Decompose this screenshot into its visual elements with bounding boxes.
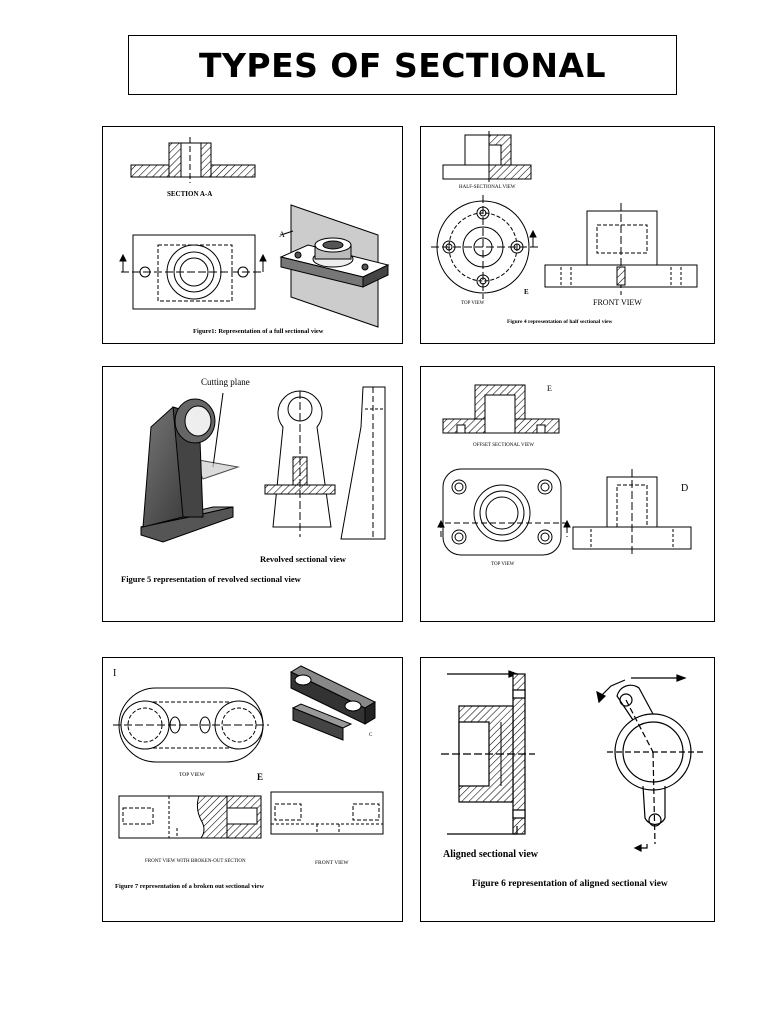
half-caption: Figure 4 representation of half sectiona… [507,319,612,325]
panel-revolved-section: Cutting plane Revolved sectional view [102,366,403,622]
aligned-caption: Figure 6 representation of aligned secti… [472,879,668,889]
half-top-label: TOP VIEW [461,301,485,306]
broken-marker-e: E [257,772,263,782]
aligned-section-drawing: Aligned sectional view Figure 6 represen… [441,670,703,889]
revolved-front-view [264,390,336,537]
half-section-elevation [442,131,532,183]
revolved-side-view [340,386,386,540]
panel-half-section: HALF-SECTIONAL VIEW TOP VIEW E [420,126,715,344]
offset-section-drawing: OFFSET SECTIONAL VIEW E TOP VIEW D [437,384,692,567]
offset-top-view [437,468,571,556]
plain-front-label: FRONT VIEW [315,860,349,866]
panel-aligned-section: Aligned sectional view Figure 6 represen… [420,657,715,922]
panel-full-section: SECTION A-A [102,126,403,344]
full-section-drawing: SECTION A-A [119,137,390,335]
half-view-label: HALF-SECTIONAL VIEW [459,185,516,190]
revolved-section-drawing: Cutting plane Revolved sectional view [121,377,386,584]
broken-front-view [118,795,262,839]
broken-caption: Figure 7 representation of a broken out … [115,883,264,890]
half-top-view [431,195,539,299]
half-front-label: FRONT VIEW [593,298,642,307]
cutting-plane-leader [212,392,224,468]
full-top-view [119,234,267,310]
offset-front-view [572,469,692,557]
offset-elevation [442,384,560,434]
half-front-view [544,203,698,295]
broken-front-label: FRONT VIEW WITH BROKEN-OUT SECTION [145,859,246,864]
offset-marker-d: D [681,483,688,494]
plane-a-label: A [279,230,285,239]
broken-top-label: TOP VIEW [179,772,206,778]
aligned-front-section [441,670,535,835]
broken-iso-view [289,665,377,741]
plain-front-view [270,791,384,835]
half-section-drawing: HALF-SECTIONAL VIEW TOP VIEW E [431,131,698,325]
broken-marker-i: I [113,668,116,679]
revolved-view-label: Revolved sectional view [260,554,347,564]
revolved-iso-view [140,398,240,543]
offset-marker-e: E [547,384,552,393]
panel-broken-section: I TOP VIEW E C [102,657,403,922]
full-caption: Figure1: Representation of a full sectio… [193,328,324,335]
section-aa-drawing [130,137,256,183]
broken-section-drawing: I TOP VIEW E C [113,665,384,890]
aligned-side-view [596,674,703,852]
offset-view-label: OFFSET SECTIONAL VIEW [473,443,534,448]
broken-top-view [113,687,269,763]
page-title: TYPES OF SECTIONAL [198,45,607,85]
panel-offset-section: OFFSET SECTIONAL VIEW E TOP VIEW D [420,366,715,622]
broken-marker-c: C [369,733,373,738]
offset-top-label: TOP VIEW [491,562,515,567]
section-aa-label: SECTION A-A [167,190,212,198]
revolved-caption: Figure 5 representation of revolved sect… [121,574,302,584]
full-iso-view [279,204,390,328]
half-marker-e: E [524,288,529,296]
aligned-view-label: Aligned sectional view [443,849,539,860]
cutting-plane-label: Cutting plane [201,377,250,387]
title-box: TYPES OF SECTIONAL [128,35,677,95]
